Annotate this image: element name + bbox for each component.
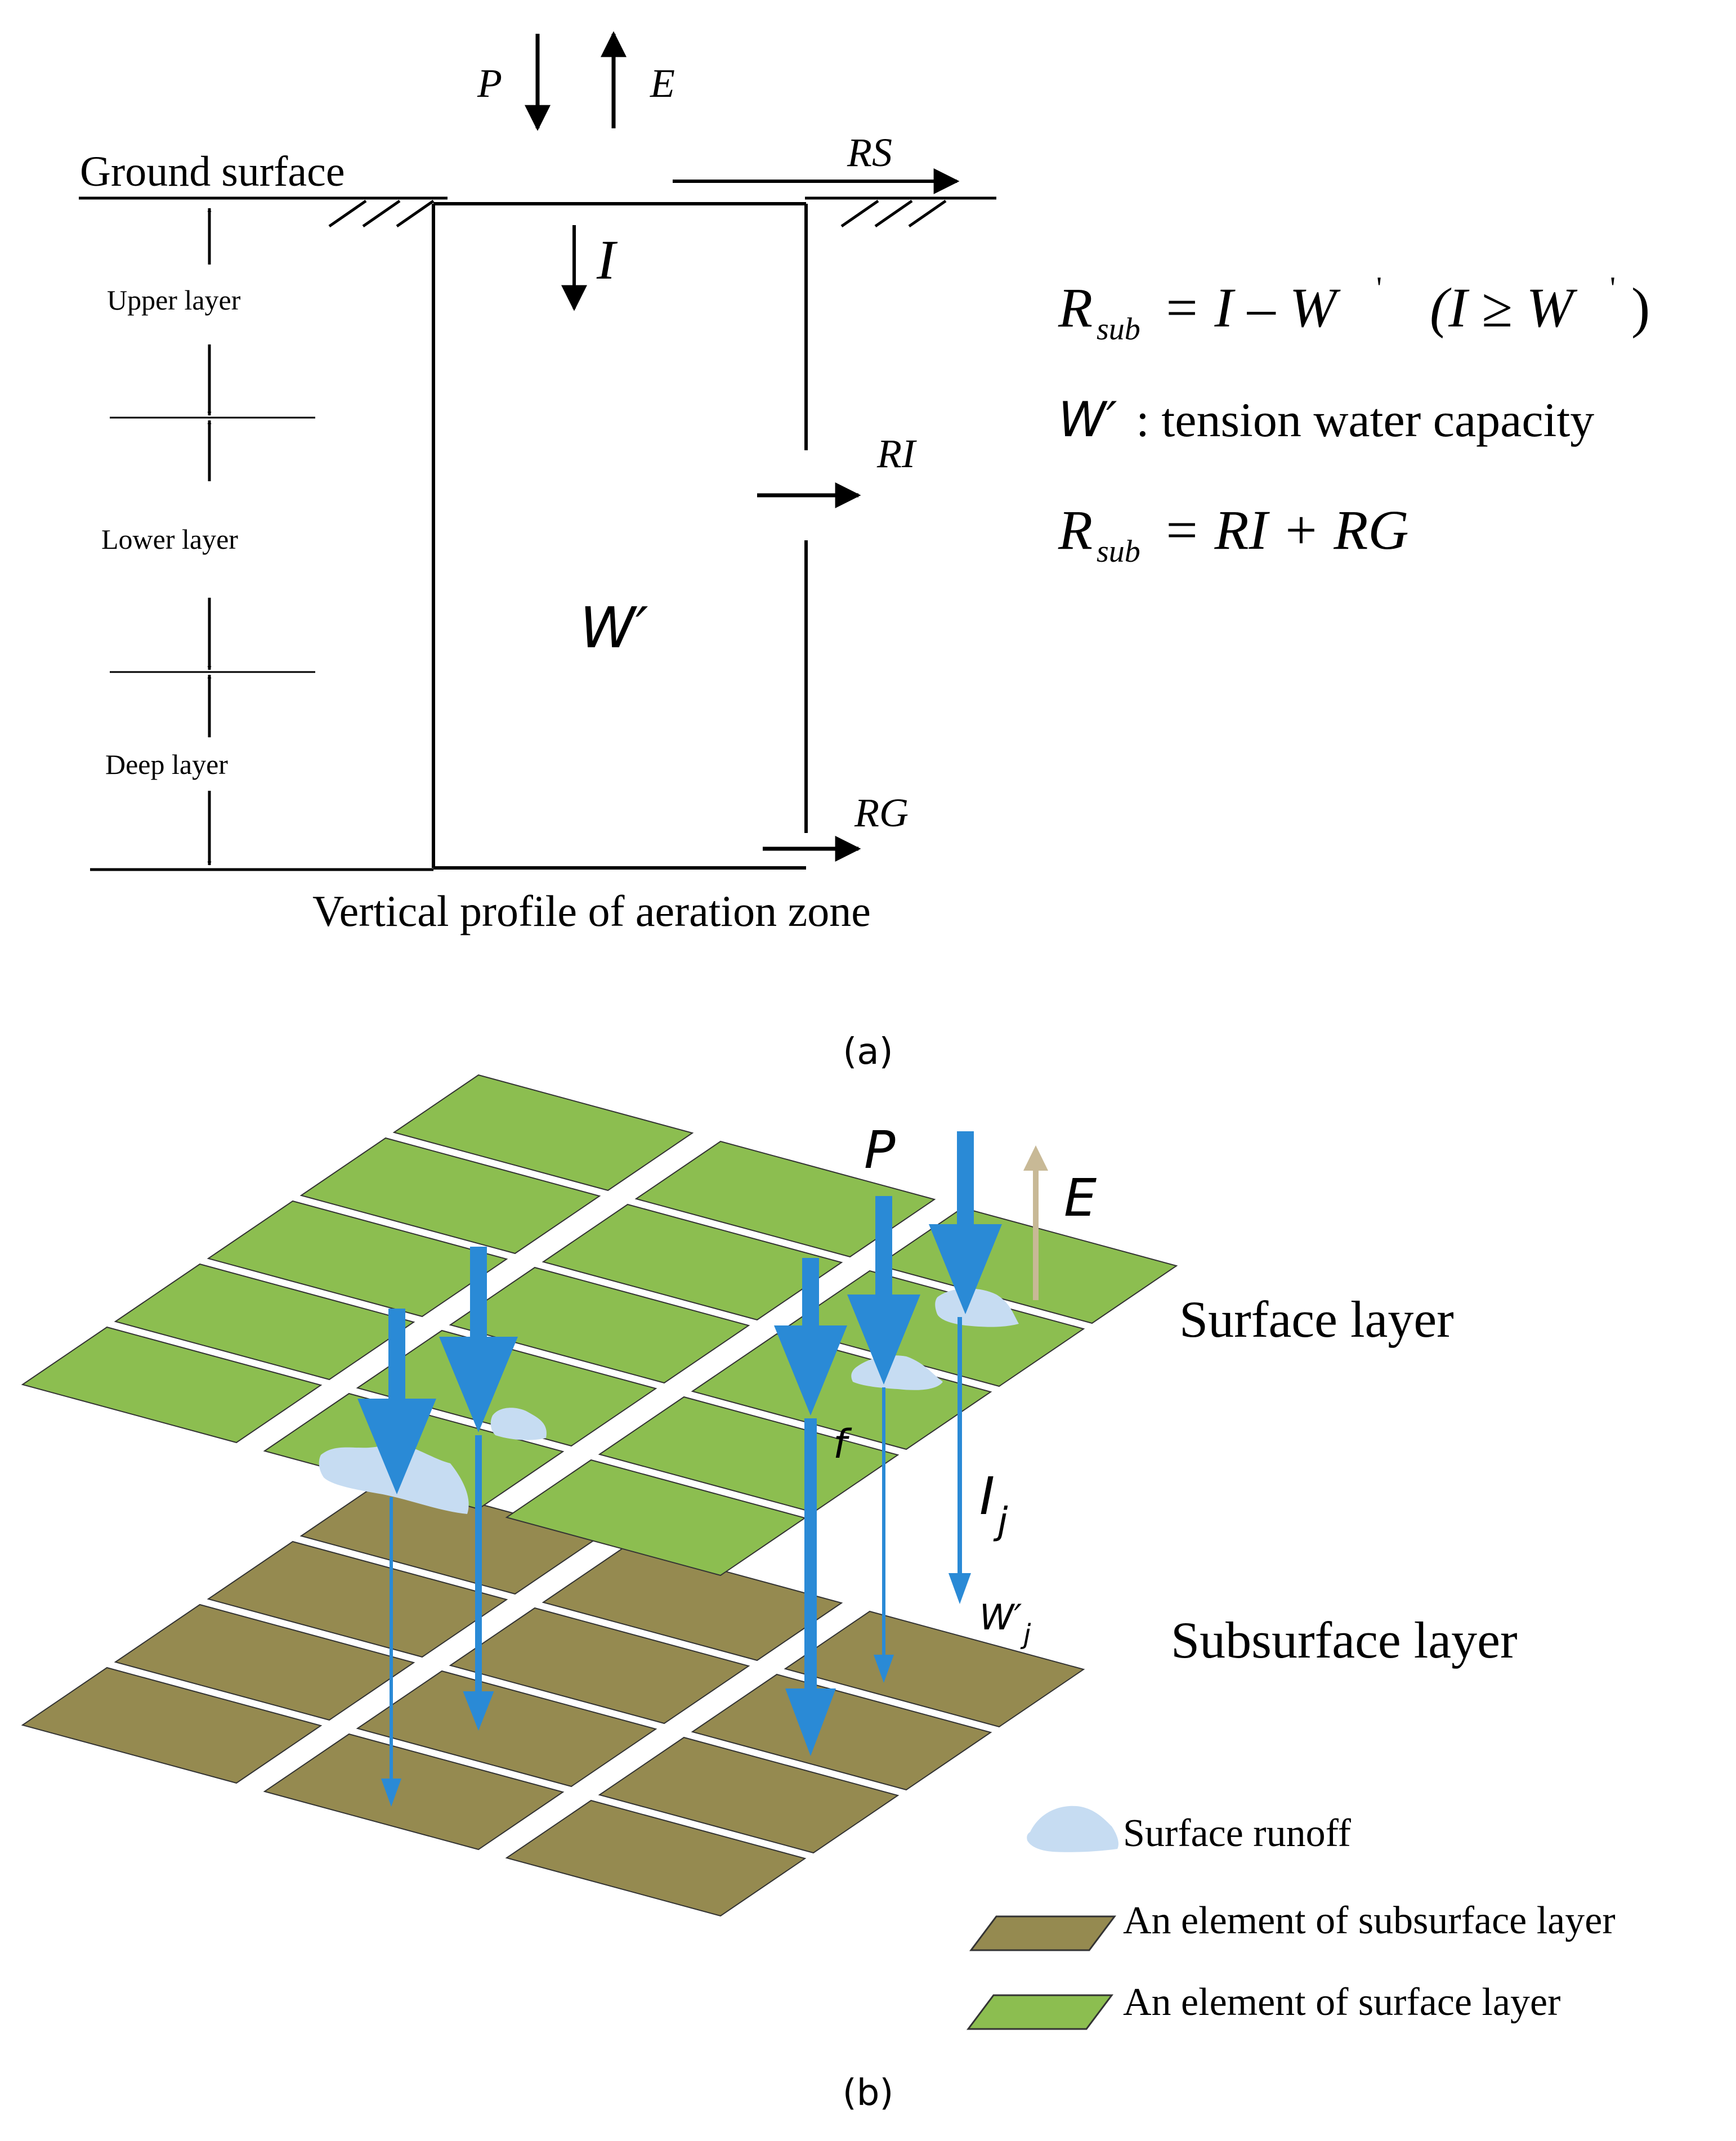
eq1-cond: (I ≥ W	[1430, 276, 1577, 339]
subsurface-element	[505, 1799, 807, 1917]
label-b-Ij: I j	[979, 1466, 1008, 1543]
lower-layer-label: Lower layer	[101, 523, 238, 555]
equation-3: R sub = RI + RG	[1058, 499, 1409, 569]
subsurface-element	[263, 1733, 565, 1851]
label-RI: RI	[876, 431, 917, 476]
deep-layer-label: Deep layer	[105, 749, 228, 780]
label-RG: RG	[854, 790, 909, 835]
surface-element	[449, 1266, 750, 1384]
surface-element	[542, 1203, 843, 1321]
infiltration-arrow	[439, 1247, 518, 1432]
equation-2: W′ : tension water capacity	[1058, 392, 1594, 448]
label-P: P	[477, 61, 502, 106]
surface-element	[114, 1263, 415, 1381]
legend-runoff-label: Surface runoff	[1123, 1812, 1352, 1855]
infiltration-arrow	[847, 1196, 920, 1385]
legend-subsurface-swatch	[969, 1915, 1116, 1951]
caption-b: (b)	[843, 2072, 894, 2114]
flux-arrows	[357, 1131, 1002, 1807]
infiltration-arrow	[785, 1418, 836, 1756]
subsurface-element	[542, 1544, 843, 1661]
eq3-R: R	[1058, 499, 1093, 561]
eq1-cond-close: )	[1631, 276, 1650, 339]
subsurface-element	[356, 1670, 657, 1788]
subsurface-element	[114, 1603, 415, 1721]
equation-1: R sub = I – W ' (I ≥ W ' )	[1058, 271, 1650, 347]
runoff-patch	[935, 1288, 1019, 1327]
eq1-sub: sub	[1097, 312, 1140, 347]
eq1-prime: '	[1376, 271, 1382, 306]
subsurface-element	[207, 1540, 508, 1658]
panel-a: Ground surface P E RS	[79, 31, 1650, 1073]
profile-caption: Vertical profile of aeration zone	[312, 886, 871, 935]
legend-surface-swatch	[967, 1994, 1113, 2030]
subsurface-element	[21, 1667, 323, 1784]
eq3-sub: sub	[1097, 534, 1140, 569]
surface-element	[207, 1200, 508, 1318]
runoff-patch	[490, 1408, 547, 1440]
surface-element	[299, 1137, 601, 1255]
aeration-profile-box	[432, 202, 808, 870]
label-W-prime: W′	[580, 595, 648, 661]
surface-element	[598, 1396, 900, 1513]
infiltration-arrow	[929, 1131, 1002, 1314]
evaporation-arrow	[1023, 1145, 1048, 1300]
eq3-rhs: = RI + RG	[1162, 499, 1409, 561]
label-b-P: P	[864, 1120, 896, 1180]
infiltration-arrow	[948, 1317, 971, 1604]
caption-a: (a)	[843, 1031, 893, 1073]
surface-layer-label: Surface layer	[1179, 1291, 1454, 1348]
eq2-text: : tension water capacity	[1136, 393, 1594, 447]
panel-b: P E f I j W′ j Surface layer Subsurface …	[21, 1074, 1616, 2114]
surface-element	[21, 1326, 323, 1444]
ground-surface-label: Ground surface	[80, 148, 345, 195]
ground-hatch-left	[328, 199, 435, 228]
subsurface-element	[784, 1610, 1085, 1728]
infiltration-arrow	[381, 1497, 401, 1807]
runoff-patch	[851, 1355, 943, 1390]
surface-element	[392, 1074, 694, 1192]
label-E: E	[650, 61, 675, 106]
subsurface-element	[691, 1673, 992, 1791]
ground-hatch-right	[840, 199, 947, 228]
label-b-Wj: W′ j	[979, 1597, 1031, 1650]
infiltration-arrow	[357, 1309, 436, 1494]
subsurface-element	[598, 1736, 900, 1854]
legend-surface-label: An element of surface layer	[1123, 1981, 1560, 2024]
infiltration-arrow	[774, 1258, 847, 1416]
label-Ij-I: I	[979, 1466, 995, 1526]
label-Ij-j: j	[993, 1499, 1008, 1543]
infiltration-arrow	[874, 1387, 894, 1683]
eq1-rhs: = I – W	[1162, 276, 1341, 339]
subsurface-layer-grid	[21, 1477, 1085, 1917]
label-I: I	[596, 229, 618, 291]
upper-layer-label: Upper layer	[107, 284, 241, 316]
label-b-E: E	[1064, 1168, 1097, 1228]
legend: Surface runoff An element of subsurface …	[967, 1806, 1616, 2030]
subsurface-element	[449, 1607, 750, 1725]
infiltration-arrow	[463, 1435, 494, 1731]
label-RS: RS	[847, 130, 892, 175]
eq1-cond-prime: '	[1610, 271, 1616, 306]
legend-subsurface-label: An element of subsurface layer	[1123, 1899, 1616, 1942]
eq1-R: R	[1058, 276, 1093, 339]
subsurface-layer-label: Subsurface layer	[1171, 1611, 1518, 1669]
surface-element	[634, 1140, 936, 1258]
legend-runoff-swatch	[1027, 1806, 1118, 1852]
label-Wj-W: W′	[979, 1597, 1022, 1638]
eq2-sym: W′	[1058, 392, 1117, 448]
surface-element	[691, 1333, 992, 1450]
